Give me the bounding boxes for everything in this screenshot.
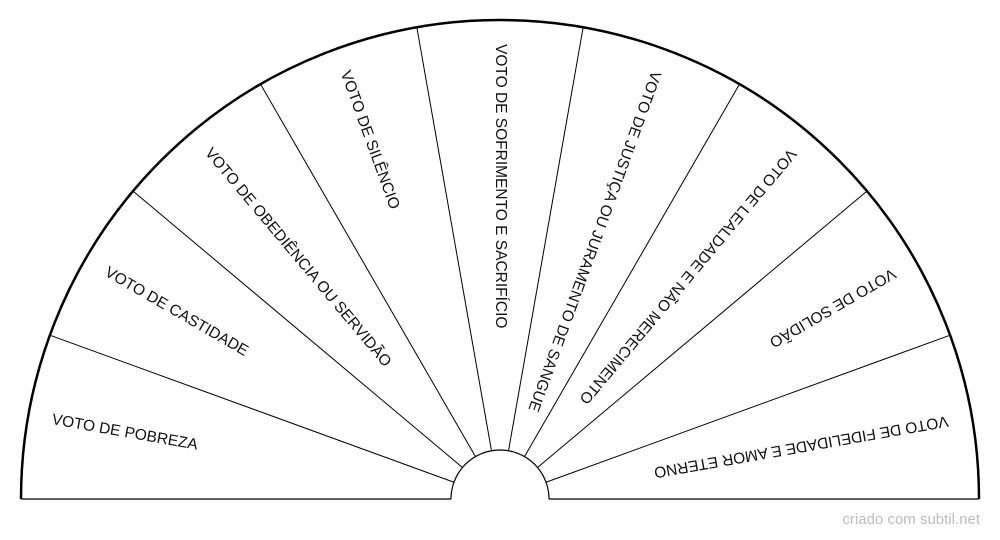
sector-divider [416,27,492,451]
sector-divider [545,334,951,483]
sector-labels: VOTO DE POBREZA VOTO DE CASTIDADE VOTO DE … [51,44,950,481]
sector-divider [524,83,740,457]
sector-label: VOTO DE CASTIDADE [102,264,251,360]
sector-divider [260,83,476,457]
inner-arc [450,449,550,500]
sector-dividers [49,27,951,483]
sector-label: VOTO DE FIDELIDADE E AMOR ETERNO [653,412,950,481]
sector-label: VOTO DE POBREZA [51,411,200,454]
outer-arc [19,18,981,500]
sector-divider [508,27,584,451]
sector-label: VOTO DE SILÊNCIO [337,68,403,211]
credit-text: criado com subtil.net [842,511,980,528]
sector-divider [537,190,868,468]
sector-label: VOTO DE SOLIDÃO [766,264,898,350]
sector-label: VOTO DE SOFRIMENTO E SACRIFÍCIO [492,44,509,329]
sector-divider [132,190,463,468]
sector-divider [49,334,455,483]
